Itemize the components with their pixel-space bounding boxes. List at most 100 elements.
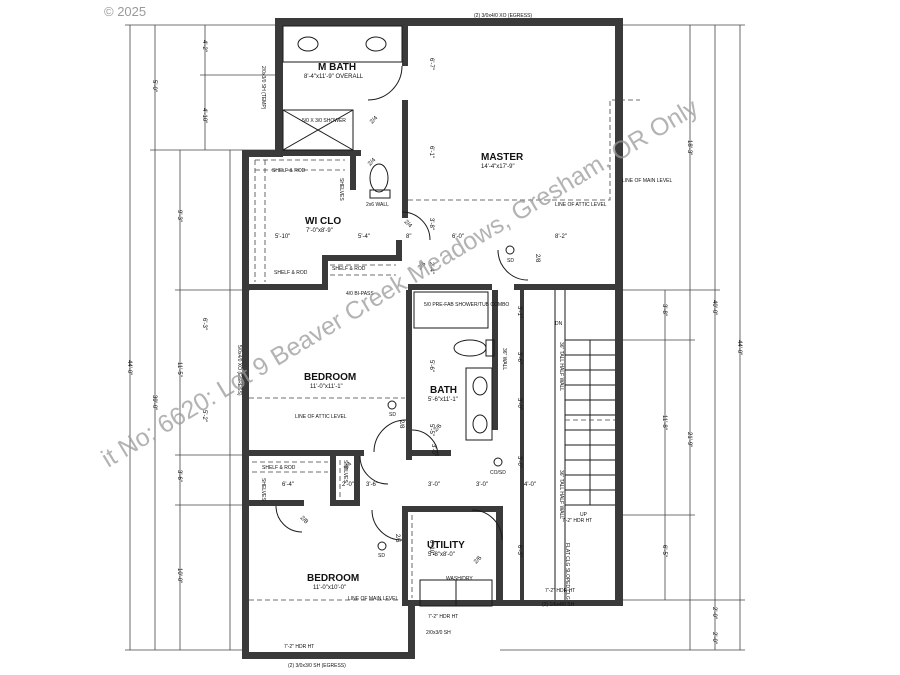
interior-walls <box>249 26 524 606</box>
shelf-rod-note-3: SHELF & ROD <box>274 270 308 276</box>
master-title: MASTER <box>481 152 524 163</box>
shelves-note-3: SHELVES <box>260 478 266 501</box>
dim-int-6-1: 6'-1" <box>428 146 434 158</box>
door-2-4-b: 2/4 <box>367 157 378 168</box>
bath-size: 5'-6"x11'-1" <box>428 397 458 403</box>
dim-int-3-0-b: 3'-0" <box>516 456 522 468</box>
dim-right-overall: 44'-0" <box>736 340 742 355</box>
shelves-note-2: SHELVES <box>342 460 348 483</box>
window-bedroom-note: 5/0x4/0 XO (EGRESS) <box>236 345 242 396</box>
half-wall-bottom-note: 36" TALL HALF WALL <box>558 470 564 519</box>
co-sd-note: CO/SD <box>490 470 506 476</box>
dim-int-2-4: 2'-4" <box>428 262 434 274</box>
door-2-6-d: 2/6 <box>417 261 428 272</box>
dim-int-5-4: 5'-4" <box>358 234 370 240</box>
dim-left-10-0: 10'-0" <box>176 568 182 583</box>
fixtures <box>249 25 640 607</box>
shelves-note-1: SHELVES <box>338 178 344 201</box>
dim-right-6-5: 6'-5" <box>661 545 667 557</box>
door-2-4-d: 2/4 <box>343 461 354 472</box>
dim-int-6-0: 6'-0" <box>452 234 464 240</box>
door-2-6-b: 2/6 <box>394 534 400 543</box>
stair-dn-note: DN <box>555 321 563 327</box>
wi-clo-size: 7'-0"x8'-9" <box>306 228 333 234</box>
dim-left-overall: 44'-0" <box>126 360 132 375</box>
door-2-6-c: 2/6 <box>473 555 484 566</box>
door-2-4-c: 2/4 <box>403 219 414 230</box>
wall-2x6-note: 2x6 WALL <box>366 202 389 208</box>
dim-left-39-0: 39'-0" <box>151 395 157 410</box>
dimension-labels: 44'-0" 44'-0" 40'-0" 5'-0" 4'-2" 4'-10" … <box>126 40 742 644</box>
dim-int-3-6-b: 3'-6" <box>366 482 378 488</box>
dim-int-5-10: 5'-10" <box>275 234 290 240</box>
door-2-4-a: 2/4 <box>369 115 380 126</box>
egress-bottom-note: (2) 3/0x3/0 SH (EGRESS) <box>288 663 346 669</box>
dim-int-3-0-d: 3'-0" <box>476 482 488 488</box>
dim-int-5-6: 5'-6" <box>428 360 434 372</box>
dim-int-3-6: 3'-6" <box>516 352 522 364</box>
dim-right-total: 40'-0" <box>711 300 717 315</box>
dim-int-6-3-b: 6'-3" <box>516 545 522 557</box>
dim-int-6-4: 6'-4" <box>282 482 294 488</box>
sd-note-2: SD <box>389 412 396 418</box>
dim-int-3-1: 3'-1" <box>516 306 522 318</box>
dim-right-18-3: 18'-3" <box>686 140 692 155</box>
dim-int-6-7: 6'-7" <box>428 58 434 70</box>
bypass-note: 4/0 BI-PASS <box>346 291 374 297</box>
door-2-8-c: 2/8 <box>299 515 310 526</box>
copyright-text: © 2025 <box>104 4 146 19</box>
wi-clo-title: WI CLO <box>305 216 341 227</box>
dim-left-4-10: 4'-10" <box>201 108 207 123</box>
dim-left-6-3: 6'-3" <box>201 318 207 330</box>
sd-note-1: SD <box>507 258 514 264</box>
dim-right-11-8: 11'-8" <box>661 415 667 430</box>
tub-note: 5/0 PRE-FAB SHOWER/TUB COMBO <box>424 302 509 308</box>
attic-bedroom-note: LINE OF ATTIC LEVEL <box>295 414 347 420</box>
sd-note-3: SD <box>378 553 385 559</box>
bedroom-2-title: BEDROOM <box>307 573 359 584</box>
dim-int-5-5: 5'-5" <box>428 424 434 436</box>
attic-master-note: LINE OF ATTIC LEVEL <box>555 202 607 208</box>
bedroom-1-size: 11'-0"x11'-1" <box>310 384 343 390</box>
hdr-ht-note-2: 7'-2" HDR HT <box>428 614 458 620</box>
bath-title: BATH <box>430 385 457 396</box>
plan-notes: (2) 3/0x4/0 XO (EGRESS) (2) 3/0x3/0 SH (… <box>236 13 673 669</box>
dim-left-3-6: 3'-6" <box>176 470 182 482</box>
master-size: 14'-4"x17'-9" <box>481 164 515 170</box>
hdr-ht-note-1: 7'-2" HDR HT <box>545 588 575 594</box>
dim-int-3-0-a: 3'-0" <box>516 398 522 410</box>
shower-note: 5/0 X 3/0 SHOWER <box>302 118 346 124</box>
stair-up-note: UP <box>580 512 588 518</box>
door-2-8-b: 2/8 <box>398 420 404 429</box>
utility-title: UTILITY <box>427 540 465 551</box>
half-wall-short-note: 36" WALL <box>501 348 507 370</box>
dim-right-21-9: 21'-9" <box>686 432 692 447</box>
window-mbath-note: 2/0x3/0 SH (TEMP) <box>260 66 266 110</box>
shelf-rod-note-4: SHELF & ROD <box>262 465 296 471</box>
room-labels: M BATH 8'-4"x11'-9" OVERALL MASTER 14'-4… <box>304 62 524 591</box>
main-bedroom-note: LINE OF MAIN LEVEL <box>348 596 399 602</box>
dim-left-11-5: 11'-5" <box>176 362 182 377</box>
dim-int-2-0: 2'-0" <box>342 482 354 488</box>
window-utility-note: 2/0x3/0 SH <box>426 630 451 636</box>
dim-left-5-2: 5'-2" <box>201 410 207 422</box>
dim-left-5-0: 5'-0" <box>151 80 157 92</box>
door-2-6-a: 2/6 <box>433 423 444 434</box>
egress-top-note: (2) 3/0x4/0 XO (EGRESS) <box>474 13 532 19</box>
dim-right-2-0-a: 2'-0" <box>711 607 717 619</box>
dim-int-8: 8" <box>406 234 411 240</box>
dim-right-2-0-b: 2'-0" <box>711 632 717 644</box>
window-stair-note: (2) 1/6x4/0 SH <box>542 602 575 608</box>
dim-int-4-0: 4'-0" <box>524 482 536 488</box>
m-bath-size: 8'-4"x11'-9" OVERALL <box>304 74 364 80</box>
dim-left-9-3: 9'-3" <box>176 210 182 222</box>
shelf-rod-note-2: SHELF & ROD <box>332 266 366 272</box>
left-dimension-lines <box>125 24 275 651</box>
shelf-rod-note-1: SHELF & ROD <box>272 168 306 174</box>
dim-int-3-0-c: 3'-0" <box>428 482 440 488</box>
door-2-8-a: 2/8 <box>534 254 540 263</box>
dim-int-3-0-e: 3'-0" <box>430 444 436 456</box>
dim-left-4-2: 4'-2" <box>201 40 207 52</box>
hdr-ht-note-3: 7'-2" HDR HT <box>284 644 314 650</box>
